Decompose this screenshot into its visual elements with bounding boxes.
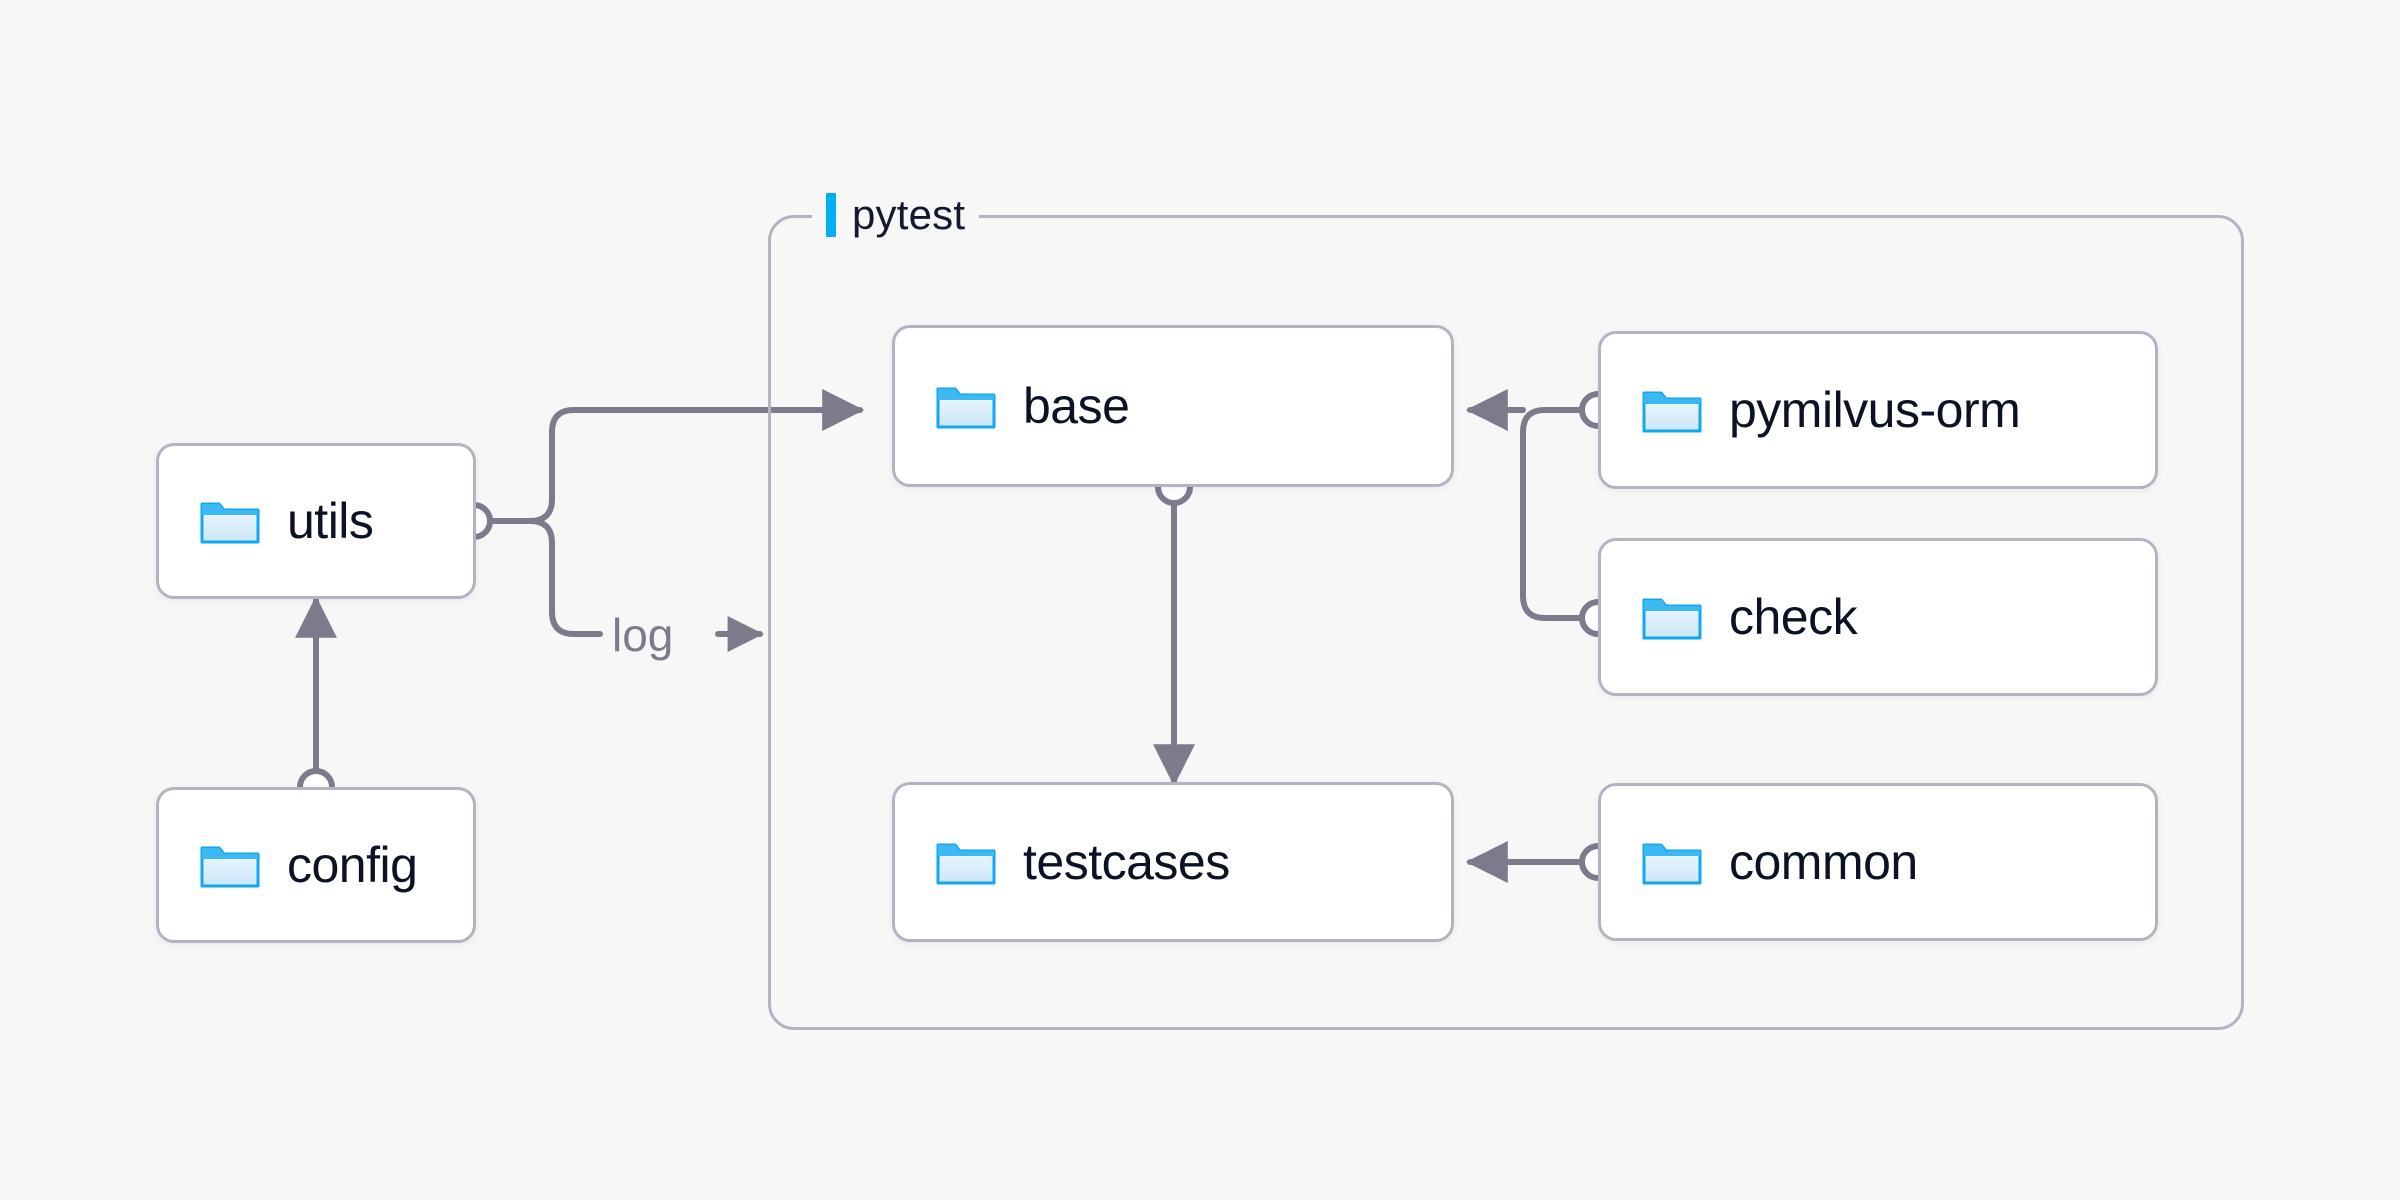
edge-pymilvus-orm-to-base	[1520, 407, 1581, 621]
pytest-group-label: pytest	[812, 187, 980, 243]
pytest-group-label-text: pytest	[852, 191, 966, 238]
folder-icon	[200, 502, 260, 544]
node-base[interactable]: base	[892, 325, 1454, 487]
folder-icon	[1642, 843, 1702, 885]
node-pymilvus-orm-label: pymilvus-orm	[1729, 382, 2021, 438]
node-testcases[interactable]: testcases	[892, 782, 1454, 942]
pytest-group-container[interactable]	[768, 215, 2244, 1030]
folder-icon	[936, 387, 996, 429]
accent-bar-icon	[826, 193, 836, 237]
node-common[interactable]: common	[1598, 783, 2158, 941]
node-config-label: config	[287, 837, 418, 893]
edge-utils-to-log	[481, 518, 603, 637]
node-check[interactable]: check	[1598, 538, 2158, 696]
folder-icon	[1642, 598, 1702, 640]
node-utils[interactable]: utils	[156, 443, 476, 599]
folder-icon	[1642, 391, 1702, 433]
node-pymilvus-orm[interactable]: pymilvus-orm	[1598, 331, 2158, 489]
node-testcases-label: testcases	[1023, 834, 1230, 890]
folder-icon	[936, 843, 996, 885]
node-check-label: check	[1729, 589, 1858, 645]
node-utils-label: utils	[287, 493, 374, 549]
folder-icon	[200, 846, 260, 888]
node-base-label: base	[1023, 378, 1130, 434]
edge-label-log: log	[604, 612, 682, 658]
node-config[interactable]: config	[156, 787, 476, 943]
node-common-label: common	[1729, 834, 1918, 890]
